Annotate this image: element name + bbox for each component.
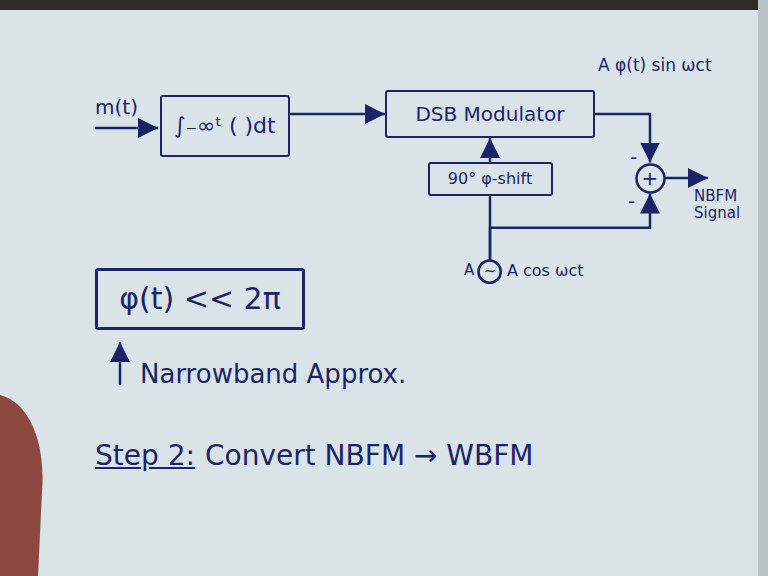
signal-name: m(t) (95, 96, 138, 119)
node-text: 90° φ-shift (448, 170, 532, 188)
pointer-arrow (119, 342, 122, 385)
hand (0, 395, 43, 576)
node-text: φ(t) << 2π (119, 282, 280, 317)
output-name: NBFM Signal (694, 188, 762, 223)
sign-mark: - (630, 146, 637, 169)
output-wire (665, 177, 708, 180)
phase-shift-box: 90° φ-shift (428, 162, 553, 196)
carrier-expression: A cos ωct (507, 262, 584, 280)
node-text: DSB Modulator (415, 103, 564, 126)
oscillator-circle: ~ (477, 259, 502, 284)
step-heading: Step 2: (95, 440, 195, 472)
top-edge (0, 0, 768, 10)
signal-wire (595, 114, 650, 163)
input-wire (95, 127, 158, 130)
modulator-box: DSB Modulator (385, 90, 595, 138)
note: Narrowband Approx. (140, 360, 406, 390)
circle-outline (636, 164, 664, 192)
condition-box: φ(t) << 2π (95, 268, 305, 330)
node-text: ~ (484, 263, 497, 280)
node-text: + (642, 167, 659, 190)
signal-expression: A φ(t) sin ωct (598, 56, 712, 76)
right-edge (758, 0, 768, 576)
step-text: Convert NBFM → WBFM (205, 440, 533, 472)
circle-outline (479, 261, 501, 283)
signal-wire (490, 194, 650, 260)
summer-circle: + (635, 163, 666, 194)
amplitude-label: A (464, 262, 474, 279)
node-text: ∫₋∞ᵗ ( )dt (174, 113, 276, 138)
signal-wire (489, 138, 492, 162)
signal-wire (290, 113, 385, 116)
integrator-box: ∫₋∞ᵗ ( )dt (160, 95, 290, 157)
sign-mark: - (628, 190, 635, 213)
